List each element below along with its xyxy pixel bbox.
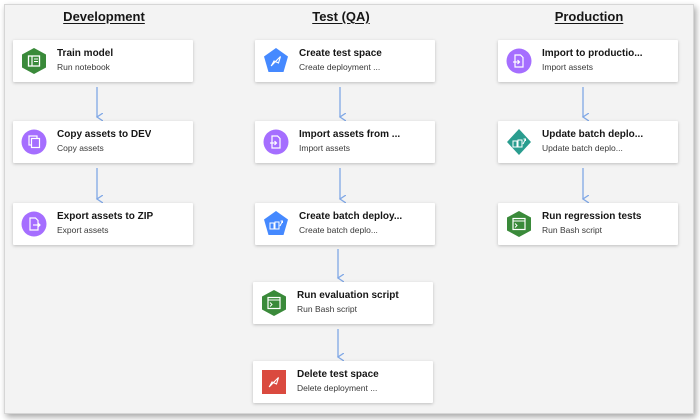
node-subtitle: Run notebook <box>57 62 110 72</box>
node-create-test-space[interactable]: Create test space Create deployment ... <box>255 40 435 82</box>
column-title-production: Production <box>554 9 624 24</box>
import-icon <box>506 47 532 75</box>
node-title: Run regression tests <box>542 211 642 222</box>
rocket-icon <box>261 368 287 396</box>
terminal-icon <box>261 289 287 317</box>
batch-icon <box>506 128 532 156</box>
node-subtitle: Create batch deplo... <box>299 225 378 235</box>
terminal-icon <box>506 210 532 238</box>
node-run-evaluation-script[interactable]: Run evaluation script Run Bash script <box>253 282 433 324</box>
node-title: Run evaluation script <box>297 290 399 301</box>
notebook-icon <box>21 47 47 75</box>
node-title: Import to productio... <box>542 48 643 59</box>
node-subtitle: Import assets <box>542 62 594 72</box>
node-subtitle: Update batch deplo... <box>542 143 623 153</box>
rocket-icon <box>263 47 289 75</box>
node-run-regression-tests[interactable]: Run regression tests Run Bash script <box>498 203 678 245</box>
export-icon <box>21 210 47 238</box>
node-title: Delete test space <box>297 369 379 380</box>
node-title: Export assets to ZIP <box>57 211 154 222</box>
import-icon <box>263 128 289 156</box>
node-update-batch-deployment[interactable]: Update batch deplo... Update batch deplo… <box>498 121 678 163</box>
node-title: Copy assets to DEV <box>57 129 152 140</box>
node-title: Create test space <box>299 48 382 59</box>
node-subtitle: Export assets <box>57 225 109 235</box>
node-title: Update batch deplo... <box>542 129 644 140</box>
node-train-model[interactable]: Train model Run notebook <box>13 40 193 82</box>
node-subtitle: Create deployment ... <box>299 62 381 72</box>
node-title: Train model <box>57 48 114 59</box>
node-create-batch-deployment[interactable]: Create batch deploy... Create batch depl… <box>255 203 435 245</box>
node-title: Import assets from ... <box>299 129 401 140</box>
node-subtitle: Delete deployment ... <box>297 383 378 393</box>
node-copy-assets[interactable]: Copy assets to DEV Copy assets <box>13 121 193 163</box>
node-import-assets[interactable]: Import assets from ... Import assets <box>255 121 435 163</box>
batch-icon <box>263 210 289 238</box>
node-subtitle: Import assets <box>299 143 351 153</box>
column-title-development: Development <box>63 9 145 24</box>
node-export-assets[interactable]: Export assets to ZIP Export assets <box>13 203 193 245</box>
node-subtitle: Run Bash script <box>297 304 357 314</box>
node-import-to-production[interactable]: Import to productio... Import assets <box>498 40 678 82</box>
node-subtitle: Run Bash script <box>542 225 602 235</box>
copy-icon <box>21 128 47 156</box>
node-title: Create batch deploy... <box>299 211 403 222</box>
node-delete-test-space[interactable]: Delete test space Delete deployment ... <box>253 361 433 403</box>
column-title-test: Test (QA) <box>312 9 370 24</box>
node-subtitle: Copy assets <box>57 143 104 153</box>
